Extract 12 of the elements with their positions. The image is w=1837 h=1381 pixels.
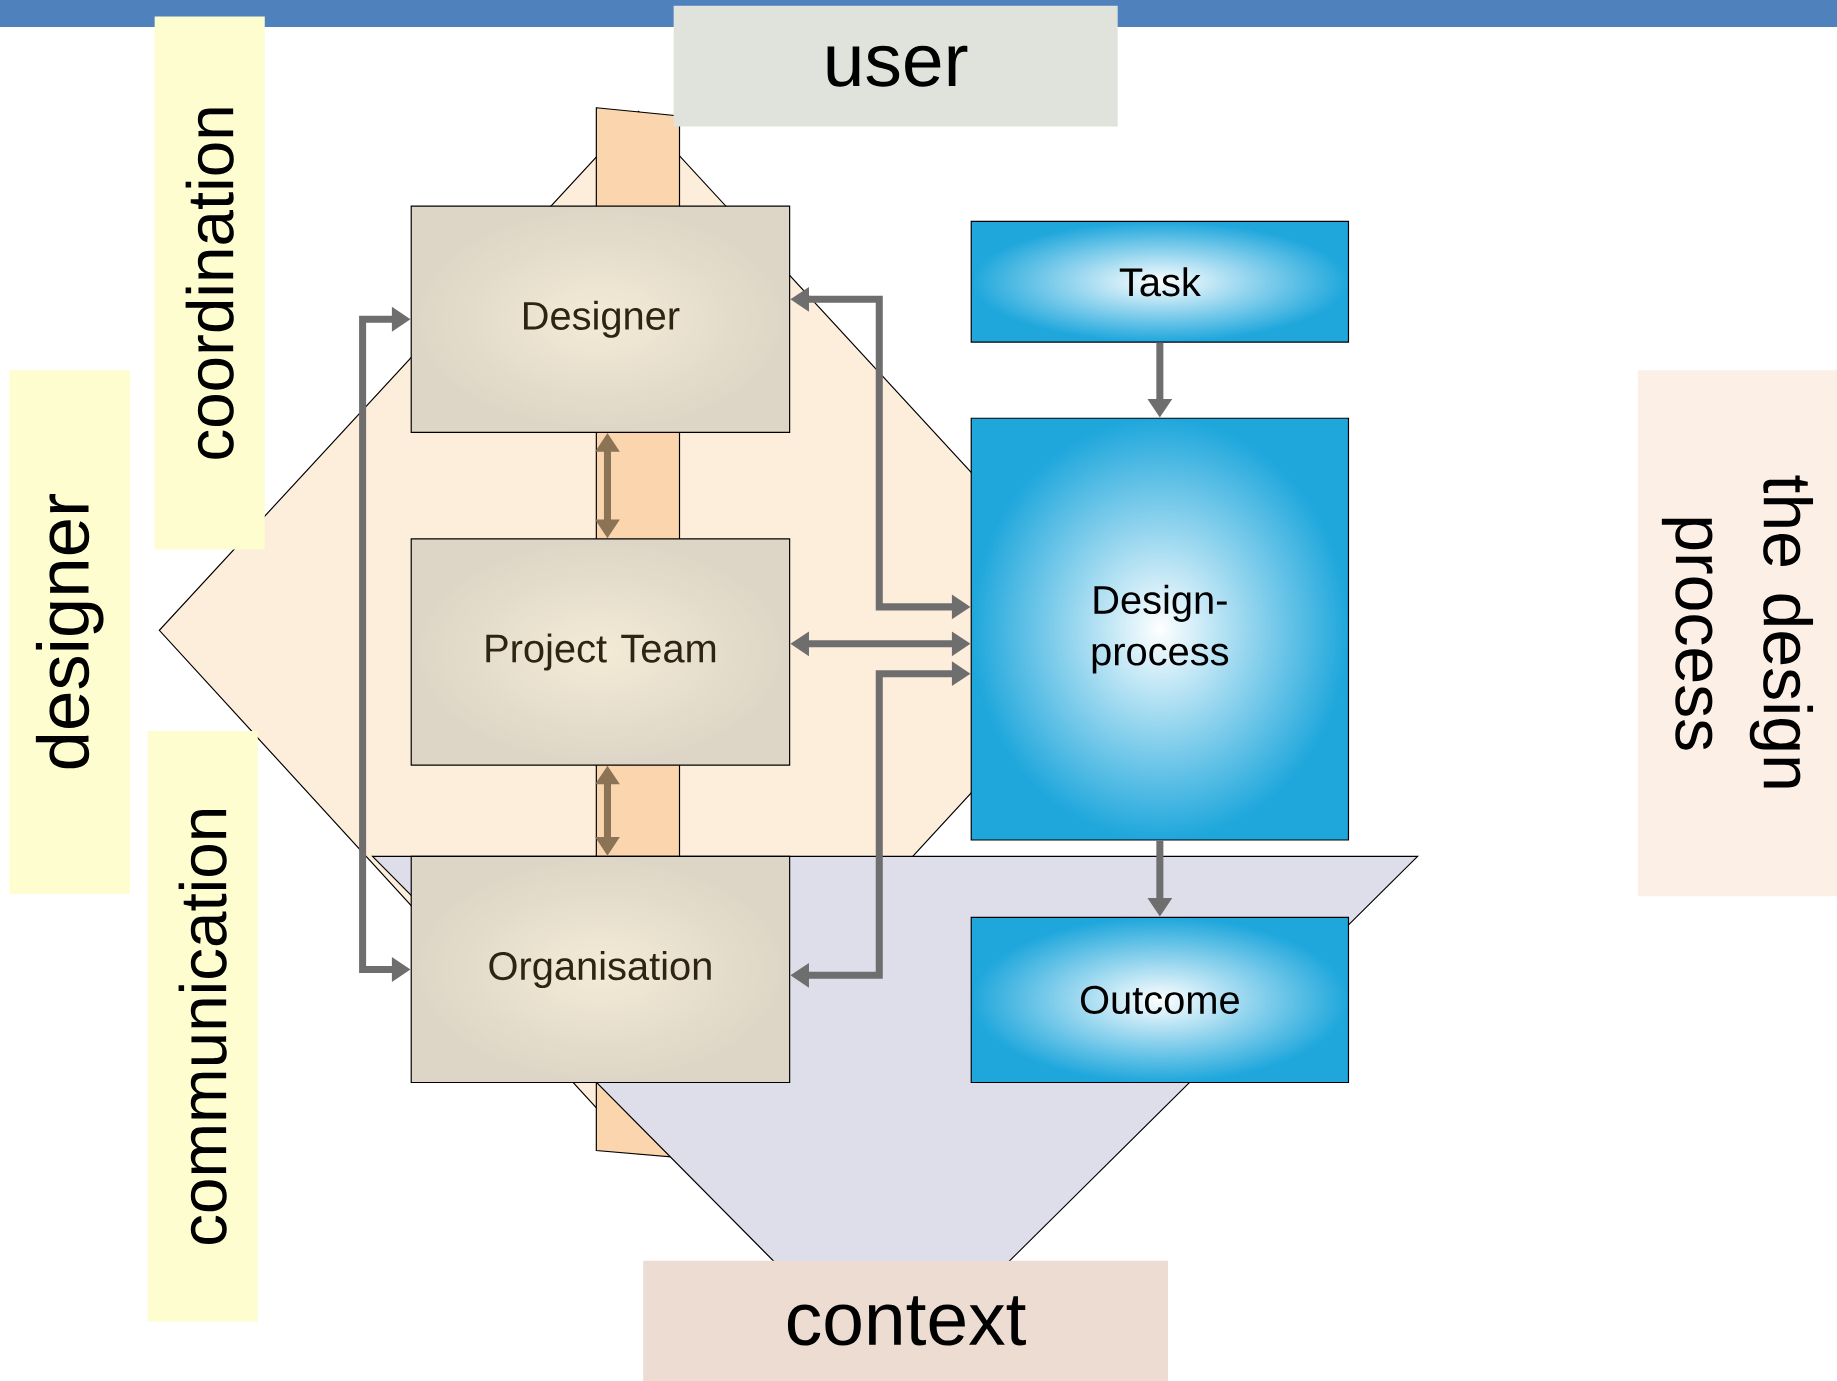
label-band: user [673, 5, 1118, 127]
process-box: Organisation [410, 855, 791, 1083]
process-box: Outcome [970, 916, 1350, 1083]
process-box: Project Team [410, 538, 791, 766]
label-band: the design process [1637, 370, 1837, 897]
label-band: coordination [154, 16, 265, 550]
label-band: communication [147, 730, 258, 1322]
label-band: designer [9, 370, 131, 894]
label-band: context [643, 1260, 1169, 1381]
process-box: Design-process [970, 417, 1350, 841]
process-box: Designer [410, 205, 791, 433]
process-box: Task [970, 220, 1350, 343]
